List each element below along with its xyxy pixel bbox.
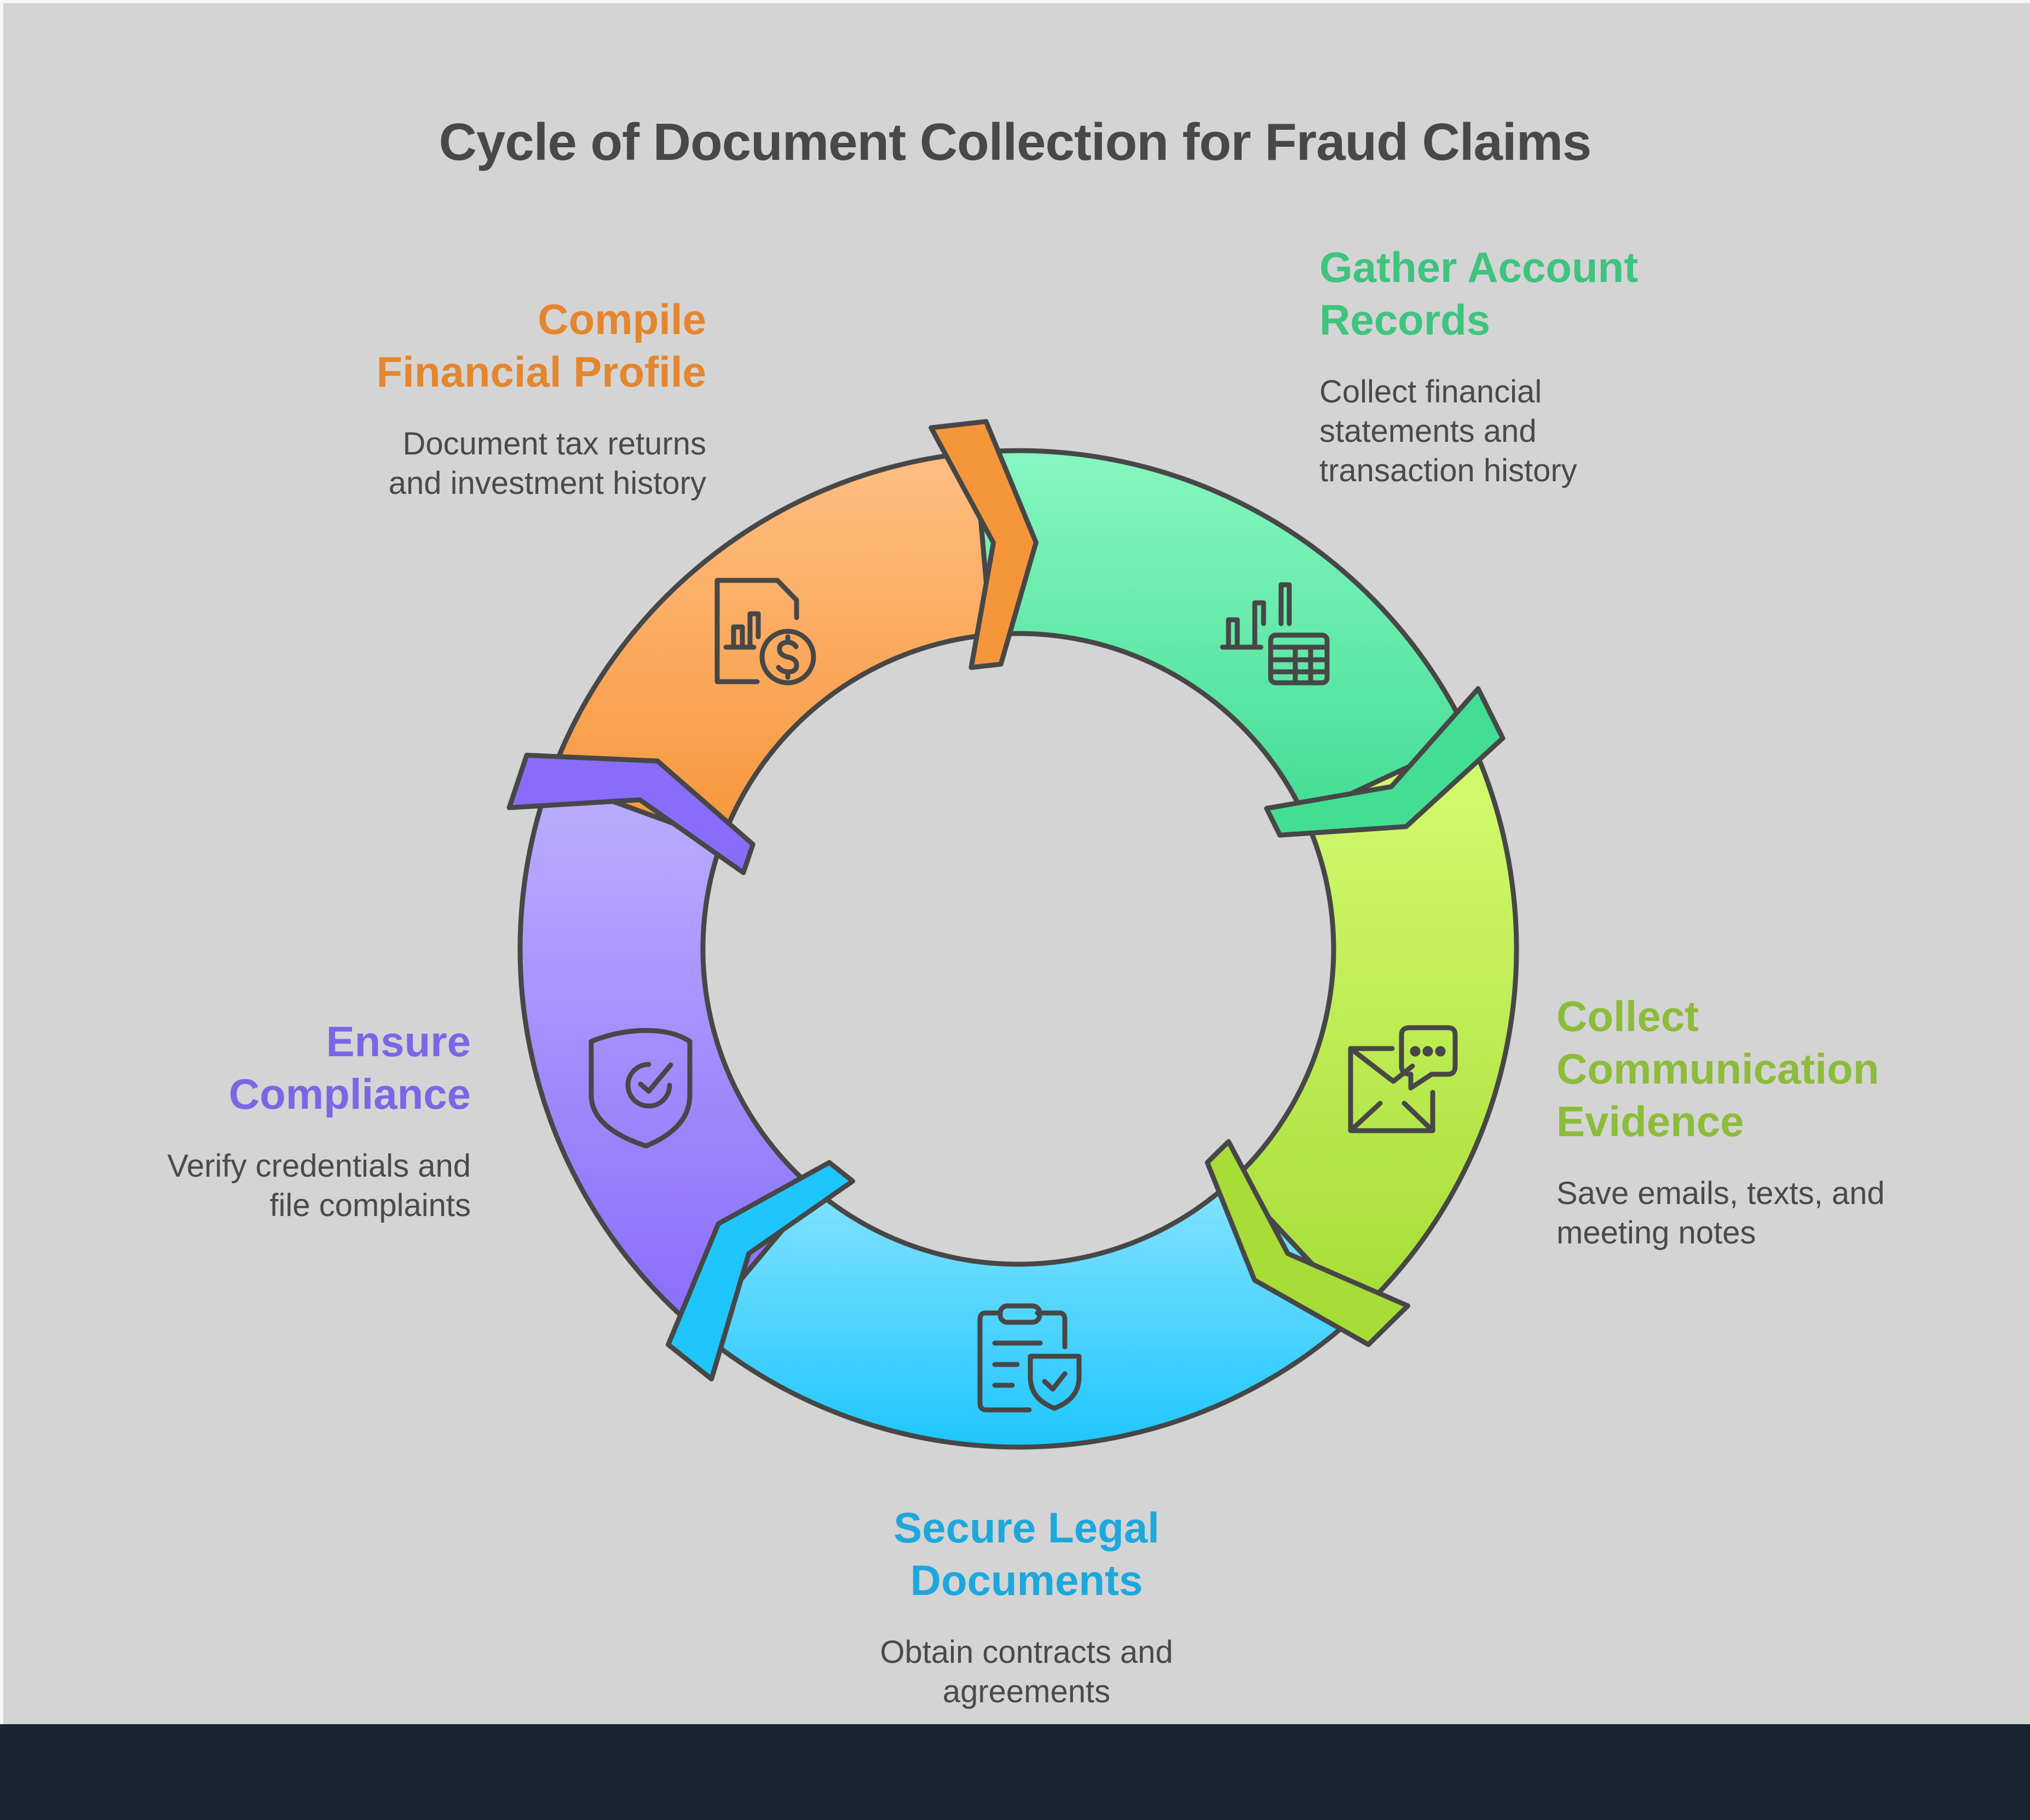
step-title: Ensure Compliance [88, 1015, 471, 1120]
ring-segment-collect-communication-evidence [1230, 735, 1519, 1317]
step-desc-line: file complaints [269, 1188, 471, 1223]
step-desc-line: and investment history [388, 465, 706, 501]
step-title: Gather Account Records [1319, 241, 1703, 346]
step-desc-line: Obtain contracts and [880, 1634, 1173, 1670]
chart-table-icon [1220, 582, 1330, 686]
step-title: Secure Legal Documents [821, 1501, 1232, 1606]
step-title-line: Documents [910, 1556, 1143, 1604]
document-dollar-icon [714, 578, 816, 686]
step-desc-line: agreements [942, 1674, 1111, 1709]
shield-check-icon [589, 1028, 693, 1149]
diagram-title: Cycle of Document Collection for Fraud C… [439, 113, 1592, 171]
step-title-line: Gather Account [1319, 243, 1639, 291]
step-desc-line: meeting notes [1556, 1215, 1756, 1251]
email-chat-icon [1348, 1025, 1458, 1133]
step-title-line: Compile [538, 295, 706, 343]
step-compile-financial-profile: Compile Financial Profile Document tax r… [323, 293, 706, 503]
step-desc-line: Verify credentials and [167, 1148, 471, 1184]
step-ensure-compliance: Ensure Compliance Verify credentials and… [88, 1015, 471, 1225]
footer-bar [0, 1724, 2030, 1820]
ring-segment-ensure-compliance [517, 775, 820, 1334]
step-title-line: Collect [1556, 992, 1699, 1040]
connector-arrow-secure-legal-documents [666, 1160, 855, 1382]
step-desc-line: Document tax returns [402, 426, 706, 462]
step-desc-line: statements and [1319, 413, 1537, 449]
ring-segment-gather-account-records [972, 448, 1473, 819]
step-desc-line: transaction history [1319, 453, 1577, 488]
step-desc-line: Collect financial [1319, 374, 1542, 410]
step-title-line: Financial Profile [376, 348, 706, 396]
connector-arrow-gather-account-records [1264, 686, 1506, 838]
step-title: Collect Communication Evidence [1556, 990, 1940, 1148]
step-title: Compile Financial Profile [323, 293, 706, 398]
ring-segment-compile-financial-profile [547, 450, 994, 844]
connector-arrow-compile-financial-profile [929, 419, 1039, 670]
step-description: Obtain contracts and agreements [821, 1633, 1232, 1712]
step-title-line: Ensure [326, 1017, 471, 1065]
step-collect-communication-evidence: Collect Communication Evidence Save emai… [1556, 990, 1940, 1253]
step-title-line: Evidence [1556, 1097, 1744, 1145]
step-description: Collect financial statements and transac… [1319, 372, 1703, 491]
step-secure-legal-documents: Secure Legal Documents Obtain contracts … [821, 1501, 1232, 1712]
connector-arrow-collect-communication-evidence [1204, 1139, 1410, 1347]
clipboard-shield-icon [977, 1303, 1082, 1413]
step-title-line: Communication [1556, 1045, 1879, 1093]
step-description: Document tax returns and investment hist… [323, 424, 706, 503]
step-title-line: Records [1319, 296, 1491, 344]
step-title-line: Compliance [228, 1070, 471, 1118]
step-description: Save emails, texts, and meeting notes [1556, 1174, 1940, 1253]
step-gather-account-records: Gather Account Records Collect financial… [1319, 241, 1703, 491]
step-title-line: Secure Legal [893, 1504, 1160, 1552]
ring-segment-secure-legal-documents [694, 1176, 1362, 1450]
step-desc-line: Save emails, texts, and [1556, 1176, 1885, 1211]
connector-arrow-ensure-compliance [506, 752, 756, 876]
step-description: Verify credentials and file complaints [88, 1147, 471, 1225]
